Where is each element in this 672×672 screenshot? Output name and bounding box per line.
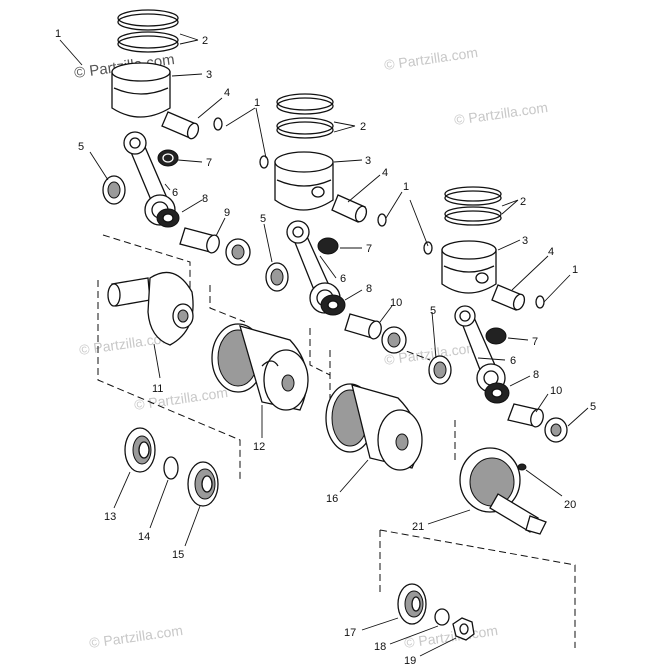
small-end-bearing-left bbox=[157, 149, 179, 167]
seal-center bbox=[265, 262, 289, 292]
callout-2: 2 bbox=[520, 196, 526, 208]
crank-pin-10-center bbox=[344, 313, 382, 340]
crank-half-11 bbox=[107, 271, 194, 346]
callout-1: 1 bbox=[403, 181, 409, 193]
thrust-washer-center bbox=[381, 326, 407, 354]
connecting-rod-left bbox=[123, 131, 176, 226]
callout-numbers: 2 1 3 4 1 5 7 6 8 9 11 2 3 4 1 5 7 6 8 1… bbox=[55, 28, 596, 667]
crank-pin-9 bbox=[179, 227, 220, 254]
big-end-bearing-right bbox=[484, 382, 510, 404]
callout-3: 3 bbox=[365, 155, 371, 167]
callout-4: 4 bbox=[548, 246, 554, 258]
thrust-washer-right bbox=[544, 417, 568, 443]
right-cylinder-group bbox=[423, 186, 568, 535]
leader-lines bbox=[59, 33, 589, 657]
callout-4: 4 bbox=[224, 87, 230, 99]
callout-5: 5 bbox=[430, 305, 436, 317]
callout-6: 6 bbox=[510, 355, 516, 367]
snap-ring-14 bbox=[163, 456, 179, 480]
piston-rings-left bbox=[117, 9, 179, 53]
bearing-15 bbox=[187, 461, 219, 507]
wrist-pin-left bbox=[161, 111, 200, 140]
callout-11: 11 bbox=[152, 383, 163, 395]
callout-7: 7 bbox=[206, 157, 212, 169]
callout-3: 3 bbox=[522, 235, 528, 247]
callout-9: 9 bbox=[224, 207, 230, 219]
callout-5: 5 bbox=[590, 401, 596, 413]
circlip-right-1 bbox=[423, 241, 433, 255]
watermark: © Partzilla.com bbox=[403, 622, 499, 651]
callout-20: 20 bbox=[564, 499, 576, 511]
watermark: © Partzilla.com bbox=[133, 384, 229, 413]
callout-7: 7 bbox=[532, 336, 538, 348]
bearing-13 bbox=[124, 427, 156, 473]
center-cylinder-group bbox=[211, 93, 423, 471]
wrist-pin-right bbox=[491, 284, 526, 311]
piston-rings-right bbox=[444, 186, 502, 226]
crank-pin-10-right bbox=[507, 403, 544, 428]
callout-7: 7 bbox=[366, 243, 372, 255]
callout-21: 21 bbox=[412, 521, 424, 533]
callout-15: 15 bbox=[172, 549, 184, 561]
callout-1: 1 bbox=[55, 28, 61, 40]
callout-13: 13 bbox=[104, 511, 116, 523]
circlip-center-2 bbox=[377, 213, 387, 227]
callout-10: 10 bbox=[550, 385, 562, 397]
callout-4: 4 bbox=[382, 167, 388, 179]
small-end-bearing-center bbox=[317, 237, 339, 255]
left-cylinder-group bbox=[102, 9, 251, 346]
watermark: © Partzilla.com bbox=[88, 622, 184, 651]
callout-17: 17 bbox=[344, 627, 356, 639]
callout-19: 19 bbox=[404, 655, 416, 667]
circlip-left-1 bbox=[213, 117, 223, 131]
callout-6: 6 bbox=[340, 273, 346, 285]
callout-5: 5 bbox=[260, 213, 266, 225]
callout-8: 8 bbox=[202, 193, 208, 205]
callout-10: 10 bbox=[390, 297, 402, 309]
washer-18 bbox=[434, 608, 450, 626]
crank-half-21 bbox=[459, 447, 547, 535]
piston-center bbox=[274, 151, 334, 211]
callout-2: 2 bbox=[360, 121, 366, 133]
piston-right bbox=[441, 240, 497, 294]
nut-19 bbox=[452, 617, 475, 641]
big-end-bearing-center bbox=[320, 294, 346, 316]
callout-14: 14 bbox=[138, 531, 150, 543]
seal-right bbox=[428, 355, 452, 385]
callout-18: 18 bbox=[374, 641, 386, 653]
seal-left bbox=[102, 175, 126, 205]
callout-6: 6 bbox=[172, 187, 178, 199]
crank-flywheel-12 bbox=[211, 323, 309, 411]
small-end-bearing-right bbox=[485, 327, 507, 345]
watermark: © Partzilla.com bbox=[453, 99, 549, 128]
bearing-17 bbox=[397, 583, 427, 625]
piston-rings-center bbox=[276, 93, 334, 139]
crank-flywheel-16 bbox=[325, 383, 423, 471]
callout-12: 12 bbox=[253, 441, 265, 453]
callout-8: 8 bbox=[366, 283, 372, 295]
circlip-center-1 bbox=[259, 155, 269, 169]
callout-16: 16 bbox=[326, 493, 338, 505]
callout-1: 1 bbox=[254, 97, 260, 109]
woodruff-key-20 bbox=[517, 463, 527, 471]
wrist-pin-center bbox=[331, 194, 368, 223]
big-end-bearing-left bbox=[156, 208, 180, 228]
callout-1: 1 bbox=[572, 264, 578, 276]
thrust-washer-left bbox=[225, 238, 251, 266]
callout-5: 5 bbox=[78, 141, 84, 153]
callout-3: 3 bbox=[206, 69, 212, 81]
circlip-right-2 bbox=[535, 295, 545, 309]
callout-2: 2 bbox=[202, 35, 208, 47]
watermark: © Partzilla.com bbox=[383, 44, 479, 73]
callout-8: 8 bbox=[533, 369, 539, 381]
piston-left bbox=[111, 62, 171, 118]
